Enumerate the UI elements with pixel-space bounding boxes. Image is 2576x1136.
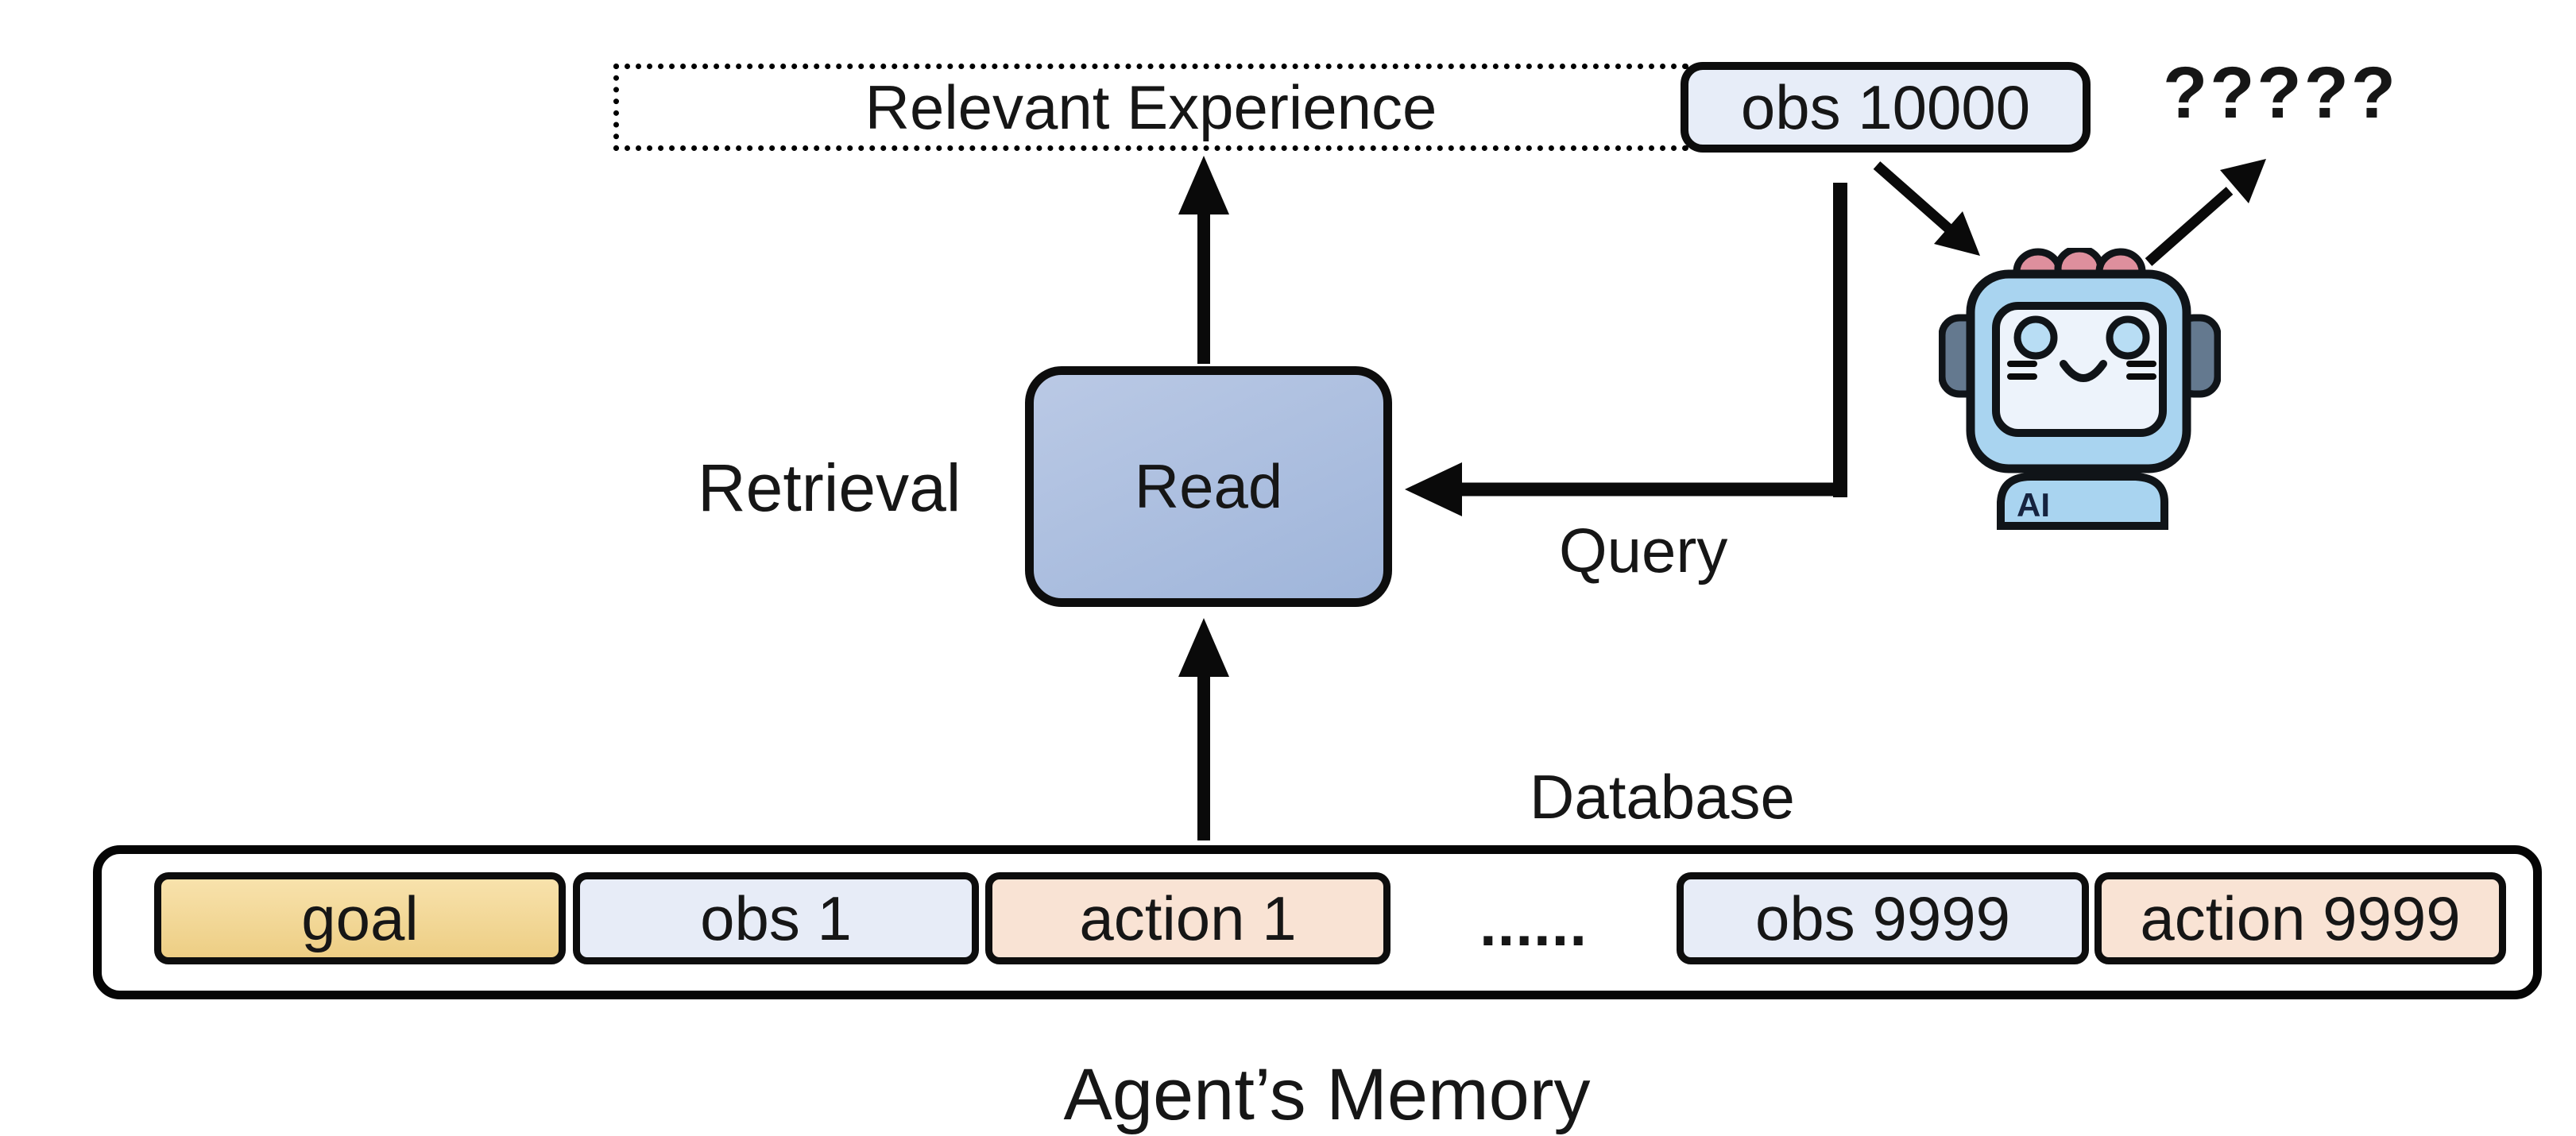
arrow-obs-to-robot xyxy=(1873,161,1980,256)
ai-robot-icon: AI xyxy=(1939,248,2221,530)
memory-ellipsis: ...... xyxy=(1479,888,1588,959)
memory-item-obs-1: obs 1 xyxy=(573,872,979,964)
robot-body-icon xyxy=(1997,473,2168,530)
relevant-experience-box: Relevant Experience xyxy=(613,64,1688,151)
obs-current-box: obs 10000 xyxy=(1681,62,2091,153)
relevant-experience-label: Relevant Experience xyxy=(864,71,1437,142)
robot-eye-icon xyxy=(2106,315,2150,360)
obs-current-label: obs 10000 xyxy=(1740,71,2031,142)
memory-item-obs-9999: obs 9999 xyxy=(1677,872,2089,964)
robot-ai-badge: AI xyxy=(2017,486,2050,524)
memory-item-action-9999: action 9999 xyxy=(2094,872,2506,964)
retrieval-label: Retrieval xyxy=(698,450,961,525)
read-box: Read xyxy=(1025,366,1392,607)
robot-eye-icon xyxy=(2013,315,2058,360)
memory-item-action-1: action 1 xyxy=(985,872,1390,964)
read-label: Read xyxy=(1134,451,1283,521)
memory-title: Agent’s Memory xyxy=(1063,1054,1591,1135)
query-label: Query xyxy=(1559,516,1728,585)
arrow-memory-to-read xyxy=(1178,618,1229,840)
arrow-query-to-read xyxy=(1405,183,1847,516)
question-marks: ????? xyxy=(2163,52,2398,133)
arrow-read-to-experience xyxy=(1178,156,1229,364)
robot-cheek-lines-icon xyxy=(2007,361,2156,380)
database-label: Database xyxy=(1530,762,1795,832)
memory-item-goal: goal xyxy=(154,872,566,964)
arrow-robot-to-questions xyxy=(2145,159,2266,266)
robot-smile-icon xyxy=(2060,360,2107,382)
memory-bar: goal obs 1 action 1 ...... obs 9999 acti… xyxy=(93,845,2542,999)
